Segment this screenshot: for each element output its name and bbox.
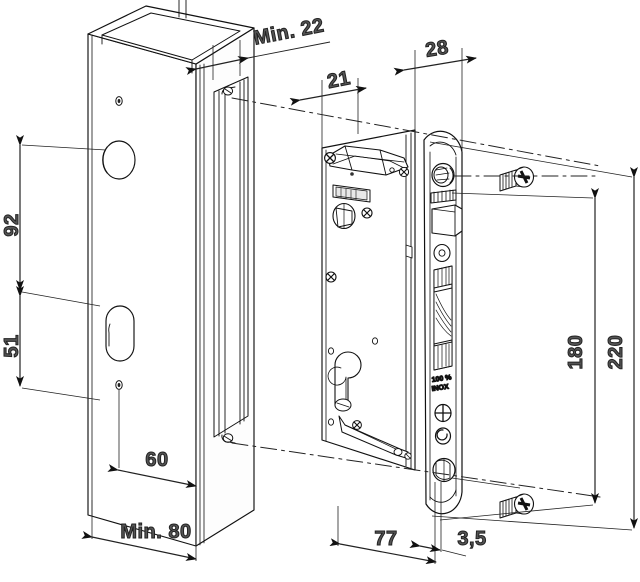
- inox-label-line1: 100 %: [431, 374, 452, 384]
- faceplate-knurl-strip: [430, 189, 457, 204]
- dimension-220: 220: [429, 141, 638, 531]
- dimension-180-label: 180: [565, 335, 587, 370]
- post-screw-hole-lower: [115, 380, 123, 390]
- inox-label-line2: INOX: [431, 384, 449, 393]
- dimension-3-5-label: 3,5: [457, 528, 486, 550]
- lock-faceplate: 100 % INOX: [423, 130, 463, 515]
- dimension-21: 21: [289, 67, 367, 148]
- dimension-77-label: 77: [374, 528, 397, 550]
- lock-case-screw-mid: [361, 207, 373, 219]
- dimension-60-label: 60: [145, 449, 168, 471]
- faceplate-latch-bolt: [431, 204, 463, 237]
- dimension-28: 28: [393, 36, 477, 152]
- dimension-92-label: 92: [1, 213, 23, 236]
- post-handle-hole: [105, 305, 135, 362]
- lock-spindle-hole: [332, 202, 356, 230]
- faceplate-port-hole: [433, 243, 451, 263]
- lock-case-tab: [405, 244, 413, 259]
- dimension-51: 51: [1, 286, 101, 401]
- faceplate-deadbolt-slot: [433, 265, 453, 371]
- faceplate-cylinder-boss: [431, 162, 455, 188]
- lock-case-rivet-hole-a: [371, 337, 379, 345]
- faceplate-bottom-cam: [432, 457, 456, 483]
- lock-case-label-window: [332, 184, 371, 203]
- dimension-92: 92: [1, 135, 107, 307]
- lock-bottom-tail: [338, 415, 412, 460]
- screw-top: [499, 166, 535, 192]
- dimension-77: 77: [329, 482, 437, 565]
- dimension-min-80: Min. 80: [81, 500, 197, 561]
- screw-bottom: [499, 493, 535, 519]
- dimension-180: 180: [439, 188, 599, 521]
- dimension-220-label: 220: [605, 335, 627, 370]
- lock-euro-cylinder-cutout: [327, 351, 362, 412]
- faceplate-fixing-screw-upper: [434, 403, 452, 423]
- lock-case-screw-lower-left: [325, 271, 337, 283]
- lock-case-rivet-hole-c: [327, 418, 335, 426]
- dimension-3-5: 3,5: [409, 477, 521, 557]
- post-lock-slot: [213, 76, 249, 444]
- dimension-51-label: 51: [1, 334, 23, 357]
- post-screw-hole-upper: [115, 96, 123, 106]
- faceplate-fixing-screw-lower: [434, 427, 452, 445]
- gate-post: [87, 0, 255, 547]
- dimension-21-label: 21: [325, 67, 352, 93]
- lock-latch-linkage: [324, 145, 410, 178]
- lock-case-rivet-hole-b: [327, 347, 335, 355]
- dimension-60: 60: [107, 390, 197, 488]
- assembly-centerlines: [231, 97, 601, 498]
- post-cylinder-hole: [102, 140, 136, 180]
- dimension-min-22-label: Min. 22: [252, 15, 326, 50]
- mortise-lock-case: [321, 129, 416, 471]
- dimension-min-80-label: Min. 80: [120, 521, 191, 543]
- dimension-28-label: 28: [424, 36, 450, 61]
